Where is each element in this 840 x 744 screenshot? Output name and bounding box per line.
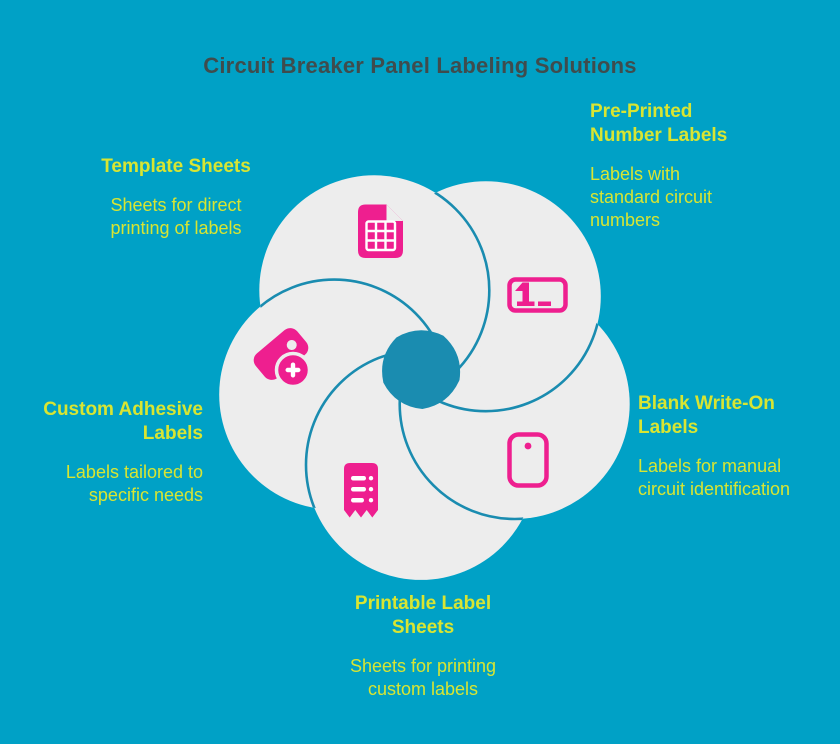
item-heading: Blank Write-On Labels	[638, 393, 775, 438]
item-block-printable-label-sheets: Printable Label Sheets Sheets for printi…	[333, 592, 513, 701]
item-block-custom-adhesive-labels: Custom Adhesive Labels Labels tailored t…	[31, 398, 203, 507]
item-block-blank-write-on-labels: Blank Write-On Labels Labels for manual …	[638, 392, 798, 501]
item-heading: Template Sheets	[101, 156, 251, 177]
item-description: Labels with standard circuit numbers	[590, 164, 713, 230]
item-block-template-sheets: Template Sheets Sheets for direct printi…	[91, 155, 261, 240]
numbered-label-glyph	[515, 282, 551, 306]
receipt-label-icon	[344, 463, 378, 518]
center-hole	[382, 330, 461, 409]
item-heading: Printable Label Sheets	[354, 593, 492, 638]
tag-add-icon	[253, 328, 312, 389]
item-description: Sheets for direct printing of labels	[110, 195, 242, 238]
numbered-label-icon	[507, 277, 568, 313]
page-title: Circuit Breaker Panel Labeling Solutions	[203, 53, 637, 78]
item-description: Labels for manual circuit identification	[638, 456, 791, 499]
item-description: Sheets for printing custom labels	[349, 656, 497, 699]
item-block-pre-printed-number-labels: Pre-Printed Number Labels Labels with st…	[590, 100, 748, 232]
swirl-arc	[398, 349, 536, 521]
item-description: Labels tailored to specific needs	[65, 462, 203, 505]
blank-label-icon	[507, 432, 549, 488]
spreadsheet-document-icon	[358, 204, 403, 258]
item-heading: Pre-Printed Number Labels	[590, 101, 728, 146]
item-heading: Custom Adhesive Labels	[43, 399, 203, 444]
